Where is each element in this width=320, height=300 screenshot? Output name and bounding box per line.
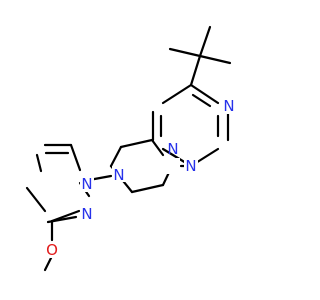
nitrogen-atom: N	[81, 175, 92, 193]
bond	[35, 153, 43, 173]
bond	[119, 138, 154, 149]
atom-labels: N N N N N N O	[44, 97, 236, 259]
bond	[109, 145, 123, 168]
bond	[130, 183, 165, 194]
nitrogen-atom: N	[167, 140, 178, 158]
structure-svg: N N N N N N O	[25, 25, 236, 272]
nitrogen-atom: N	[81, 205, 92, 223]
bond	[161, 83, 193, 105]
bonds	[25, 25, 232, 272]
bond	[191, 93, 212, 108]
bond	[50, 209, 81, 223]
molecule-diagram: N N N N N N O	[25, 25, 236, 272]
bond	[150, 138, 165, 157]
bond	[25, 186, 47, 213]
bond	[189, 83, 220, 105]
bond	[69, 143, 82, 172]
oxygen-atom: O	[46, 241, 58, 259]
bond	[168, 47, 202, 58]
bond	[198, 54, 232, 65]
bond	[189, 54, 202, 87]
nitrogen-atom: N	[113, 166, 124, 184]
bond	[198, 25, 212, 58]
nitrogen-atom: N	[223, 97, 234, 115]
nitrogen-atom: N	[185, 157, 196, 175]
bond	[43, 254, 54, 272]
